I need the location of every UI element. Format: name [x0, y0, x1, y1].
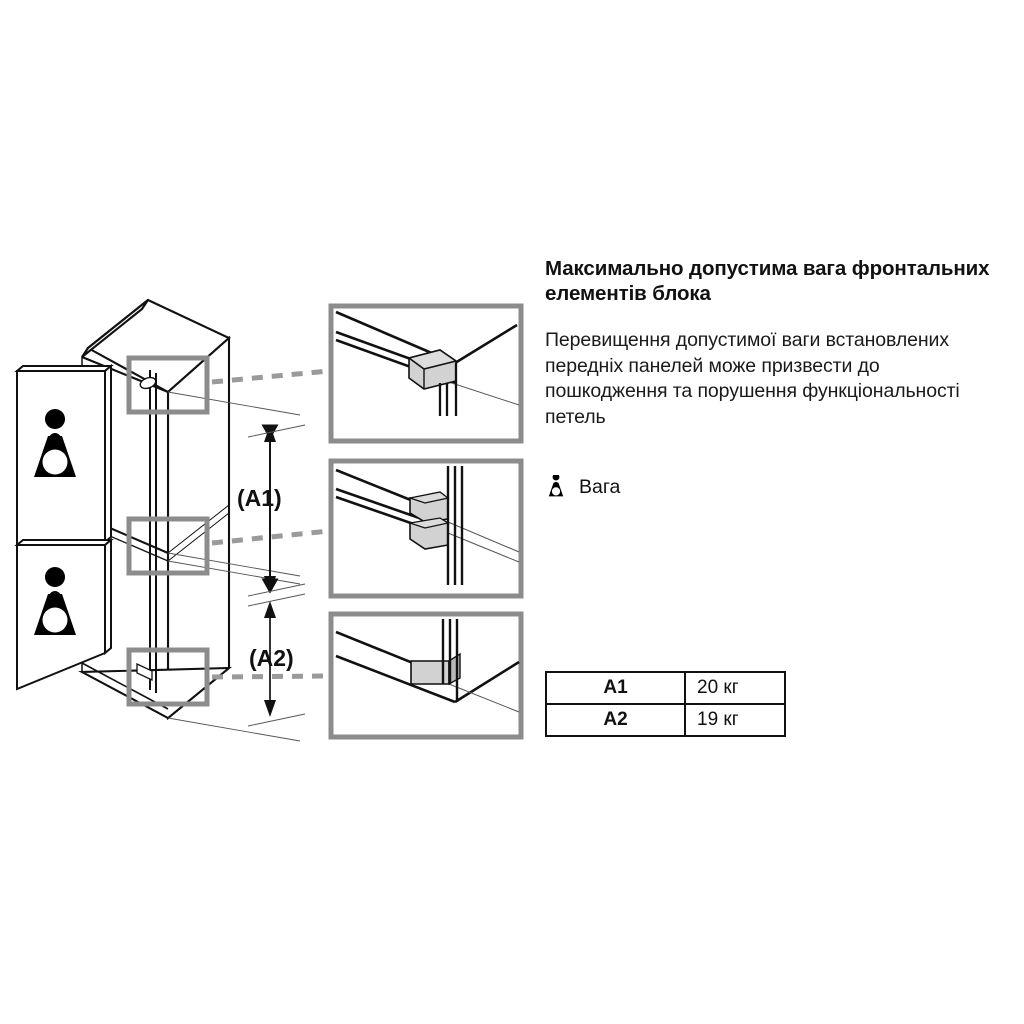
bottom-hinge-detail: [328, 611, 524, 740]
dimension-a1: [247, 424, 306, 597]
bottom-hinge-zone: [126, 647, 210, 707]
spec-value: 20 кг: [684, 671, 786, 705]
legend-label: Вага: [579, 476, 621, 498]
weight-icon: [548, 475, 564, 497]
weight-icon: [34, 409, 76, 477]
fridge-carcass: [78, 298, 233, 721]
spec-key: A1: [545, 671, 686, 705]
spec-value: 19 кг: [684, 703, 786, 737]
bottom-hinge-nub: [136, 662, 153, 682]
spec-table-body: A1 20 кг A2 19 кг: [545, 671, 786, 737]
top-hinge-detail: [328, 303, 524, 444]
weight-icon: [34, 567, 76, 635]
body-text: Перевищення допустимої ваги встановлених…: [545, 329, 960, 428]
hinge-pillar: [149, 370, 157, 693]
table-row: A2 19 кг: [545, 703, 786, 737]
dimension-label-a2: (A2): [249, 645, 294, 671]
page-title: Максимально допустима вага фронтальних е…: [545, 257, 990, 305]
dimension-a2: [247, 593, 306, 727]
info-text-block: Максимально допустима вага фронтальних е…: [545, 256, 997, 430]
top-hinge-zone: [126, 355, 210, 415]
spec-key: A2: [545, 703, 686, 737]
highlight-boxes: [126, 355, 210, 707]
middle-hinge-detail: [328, 458, 524, 599]
dimension-label-a1: (A1): [237, 485, 282, 511]
legend-weight: Вага: [546, 475, 620, 499]
weight-spec-table: A1 20 кг A2 19 кг: [545, 671, 786, 737]
top-hinge-nub: [139, 376, 157, 390]
table-row: A1 20 кг: [545, 671, 786, 705]
middle-hinge-zone: [126, 516, 210, 576]
